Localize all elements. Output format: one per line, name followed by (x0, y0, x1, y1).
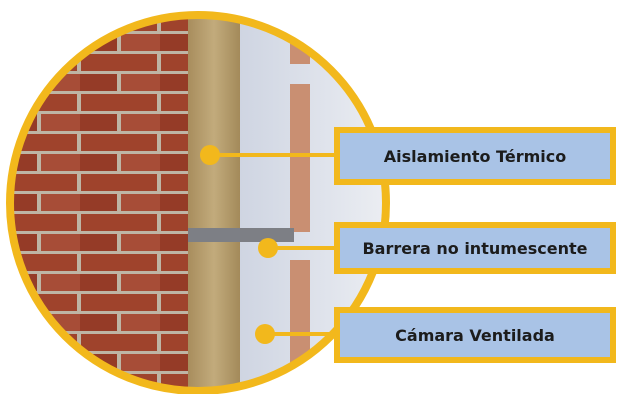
marker-dot-insulation (200, 145, 220, 165)
label-non-intumescent-barrier: Barrera no intumescente (334, 222, 616, 274)
cladding-panel-middle (290, 84, 310, 232)
marker-dot-barrier (258, 238, 278, 258)
label-ventilated-chamber: Cámara Ventilada (334, 307, 616, 363)
non-intumescent-barrier-shape (188, 228, 294, 242)
label-thermal-insulation: Aislamiento Térmico (334, 127, 616, 185)
label-ventilated-chamber-text: Cámara Ventilada (395, 325, 555, 345)
detail-circle-border (6, 11, 390, 394)
insulation-layer (188, 15, 240, 391)
label-non-intumescent-barrier-text: Barrera no intumescente (362, 238, 588, 258)
cladding-panel-bottom (290, 260, 310, 391)
marker-dot-cavity (255, 324, 275, 344)
label-thermal-insulation-text: Aislamiento Térmico (383, 146, 567, 166)
